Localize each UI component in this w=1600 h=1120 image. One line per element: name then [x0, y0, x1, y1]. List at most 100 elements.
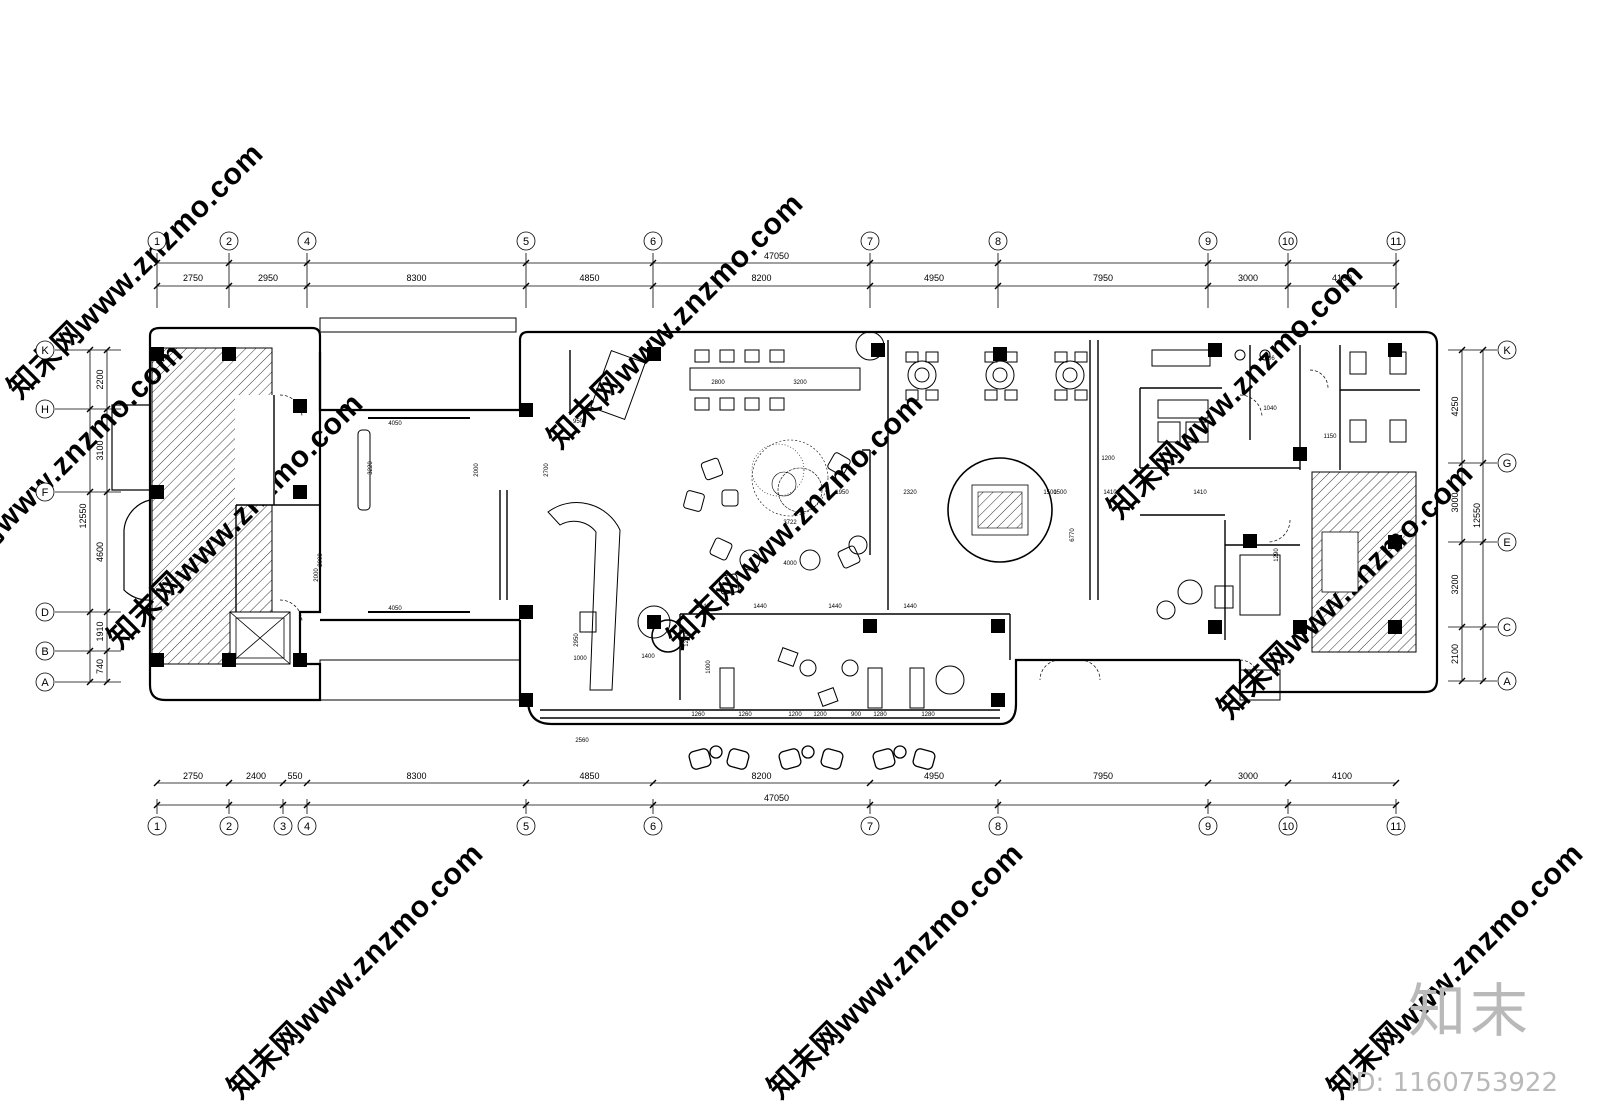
axis-bubble [643, 231, 663, 251]
structural-column [647, 615, 661, 629]
axis-label: 5 [523, 236, 529, 248]
dim-tick-mark [1284, 801, 1292, 809]
axis-bubble [147, 231, 167, 251]
axis-label: 10 [1282, 821, 1294, 833]
interior-dim-label: 1000 [706, 660, 712, 674]
axis-label: G [1503, 458, 1512, 470]
dim-tick-mark [153, 259, 161, 267]
dim-tick-mark [994, 801, 1002, 809]
span-dim-label: 2950 [258, 273, 278, 283]
axis-label: 2 [226, 821, 232, 833]
axis-bubble [988, 231, 1008, 251]
axis-bubble [1386, 231, 1406, 251]
bay-window-round [123, 499, 151, 601]
dim-tick-mark [522, 259, 530, 267]
span-dim-label: 740 [95, 659, 105, 674]
span-dim-label: 3000 [1238, 273, 1258, 283]
lounge-chairs [683, 452, 868, 595]
interior-dim-label: 1500 [1043, 490, 1057, 496]
axis-bubble [1497, 532, 1517, 552]
axis-bubble [35, 340, 55, 360]
axis-label: 9 [1205, 821, 1211, 833]
dim-tick-mark [86, 678, 94, 686]
side-entry [1239, 669, 1281, 701]
structural-column [150, 653, 164, 667]
span-dim-label: 2750 [183, 273, 203, 283]
dim-tick-mark [303, 282, 311, 290]
dim-tick-mark [1458, 538, 1466, 546]
structural-column [991, 619, 1005, 633]
dim-tick-mark [303, 779, 311, 787]
span-dim-label: 3000 [1450, 492, 1460, 512]
span-dim-label: 8200 [751, 273, 771, 283]
interior-dim-label: 2950 [574, 633, 580, 647]
dim-tick-mark [866, 282, 874, 290]
dim-tick-mark [994, 779, 1002, 787]
interior-dim-label: 1410 [1193, 490, 1207, 496]
interior-dim-label: 2560 [575, 738, 589, 744]
dim-tick-mark [103, 488, 111, 496]
interior-walls [235, 340, 1420, 719]
axis-bubble [1278, 816, 1298, 836]
dim-tick-mark [1479, 459, 1487, 467]
interior-dim-label: 3722 [783, 520, 797, 526]
interior-dim-label: 1290 [1274, 548, 1280, 562]
span-dim-label: 3000 [1238, 771, 1258, 781]
interior-dim-label: 1200 [1101, 456, 1115, 462]
interior-dim-label: 1410 [1103, 490, 1117, 496]
interior-dim-label: 2000 [314, 568, 320, 582]
axis-label: 11 [1390, 236, 1401, 248]
site-watermark: 知末网www.znzmo.com [762, 837, 1030, 1105]
axis-label: F [42, 487, 49, 499]
axis-bubble [1497, 617, 1517, 637]
dim-tick-mark [153, 282, 161, 290]
structural-column [1388, 535, 1402, 549]
door-swings [279, 369, 1329, 681]
interior-dim-label: 1440 [828, 604, 842, 610]
axis-label: 2 [226, 236, 232, 248]
axis-bubble [1497, 340, 1517, 360]
interior-dim-label: 1280 [921, 712, 935, 718]
interior-dim-label: 2800 [711, 380, 725, 386]
dim-tick-mark [279, 801, 287, 809]
interior-dim-label: 1200 [788, 712, 802, 718]
axis-label: D [41, 607, 49, 619]
interior-dim-label: 2000 [318, 553, 324, 567]
dim-tick-mark [522, 801, 530, 809]
axis-bubble [860, 231, 880, 251]
interior-dim-label: 3220 [368, 461, 374, 475]
meeting-chairs [694, 349, 785, 411]
dim-tick-mark [1479, 623, 1487, 631]
axis-bubble [297, 231, 317, 251]
brand-watermark: 知末 [1407, 977, 1532, 1045]
axis-label: 9 [1205, 236, 1211, 248]
axis-bubble [35, 399, 55, 419]
dim-tick-mark [1392, 801, 1400, 809]
axis-label: B [41, 646, 48, 658]
interior-dim-label: 1200 [684, 633, 690, 647]
tree-planter [751, 439, 829, 517]
axis-bubble [860, 816, 880, 836]
interior-dim-label: 2320 [903, 490, 917, 496]
dim-tick-mark [1392, 282, 1400, 290]
dim-tick-mark [649, 801, 657, 809]
structural-column [222, 653, 236, 667]
dim-tick-mark [103, 608, 111, 616]
axis-bubble [988, 816, 1008, 836]
dim-tick-mark [866, 801, 874, 809]
dim-tick-mark [994, 282, 1002, 290]
structural-column [222, 347, 236, 361]
interior-dim-label: 4000 [783, 561, 797, 567]
stair-core-left [151, 347, 291, 665]
axis-bubble [1497, 671, 1517, 691]
interior-dim-label: 1440 [753, 604, 767, 610]
interior-dim-label: 1000 [573, 656, 587, 662]
structural-columns [150, 331, 1402, 707]
dim-tick-mark [1204, 779, 1212, 787]
interior-dim-label: 1260 [691, 712, 705, 718]
dim-tick-mark [1392, 779, 1400, 787]
interior-dim-label: 1006 [1261, 356, 1275, 362]
bay-window [111, 404, 150, 491]
axis-label: 11 [1390, 821, 1401, 833]
